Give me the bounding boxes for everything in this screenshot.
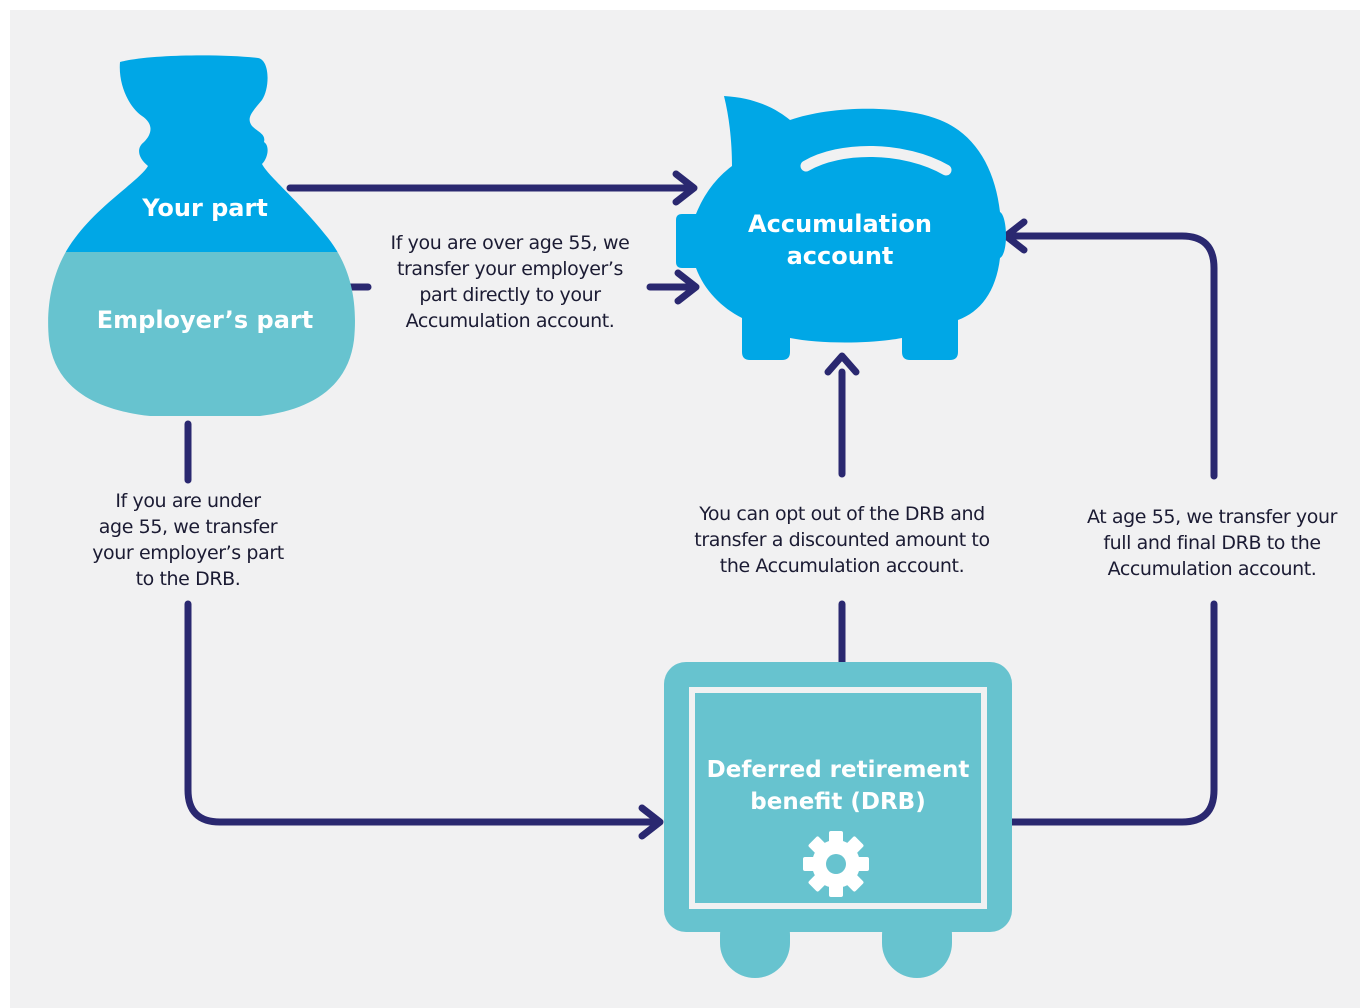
money-bag-icon bbox=[48, 55, 355, 416]
employers-part-label: Employer’s part bbox=[96, 306, 314, 334]
gear-icon bbox=[803, 831, 869, 897]
arrow-at-55-start bbox=[1008, 600, 1218, 826]
arrow-at-55-end bbox=[1006, 232, 1218, 480]
piggy-bank-icon bbox=[676, 96, 1006, 360]
under-55-label: If you are under age 55, we transfer you… bbox=[92, 490, 284, 590]
arrow-head-3 bbox=[638, 804, 664, 840]
over-55-label: If you are over age 55, we transfer your… bbox=[390, 232, 630, 332]
safe-icon bbox=[664, 662, 1012, 978]
arrow-under-55-end bbox=[184, 600, 660, 826]
arrow-head-1 bbox=[672, 170, 698, 206]
arrow-head-4 bbox=[824, 352, 860, 376]
opt-out-label: You can opt out of the DRB and transfer … bbox=[694, 503, 990, 577]
accumulation-account-label: Accumulation account bbox=[748, 210, 932, 270]
connectors bbox=[184, 170, 1218, 840]
your-part-label: Your part bbox=[142, 194, 268, 222]
at-55-label: At age 55, we transfer your full and fin… bbox=[1086, 506, 1338, 580]
drb-label: Deferred retirement benefit (DRB) bbox=[706, 757, 970, 815]
arrow-head-2 bbox=[674, 269, 700, 305]
